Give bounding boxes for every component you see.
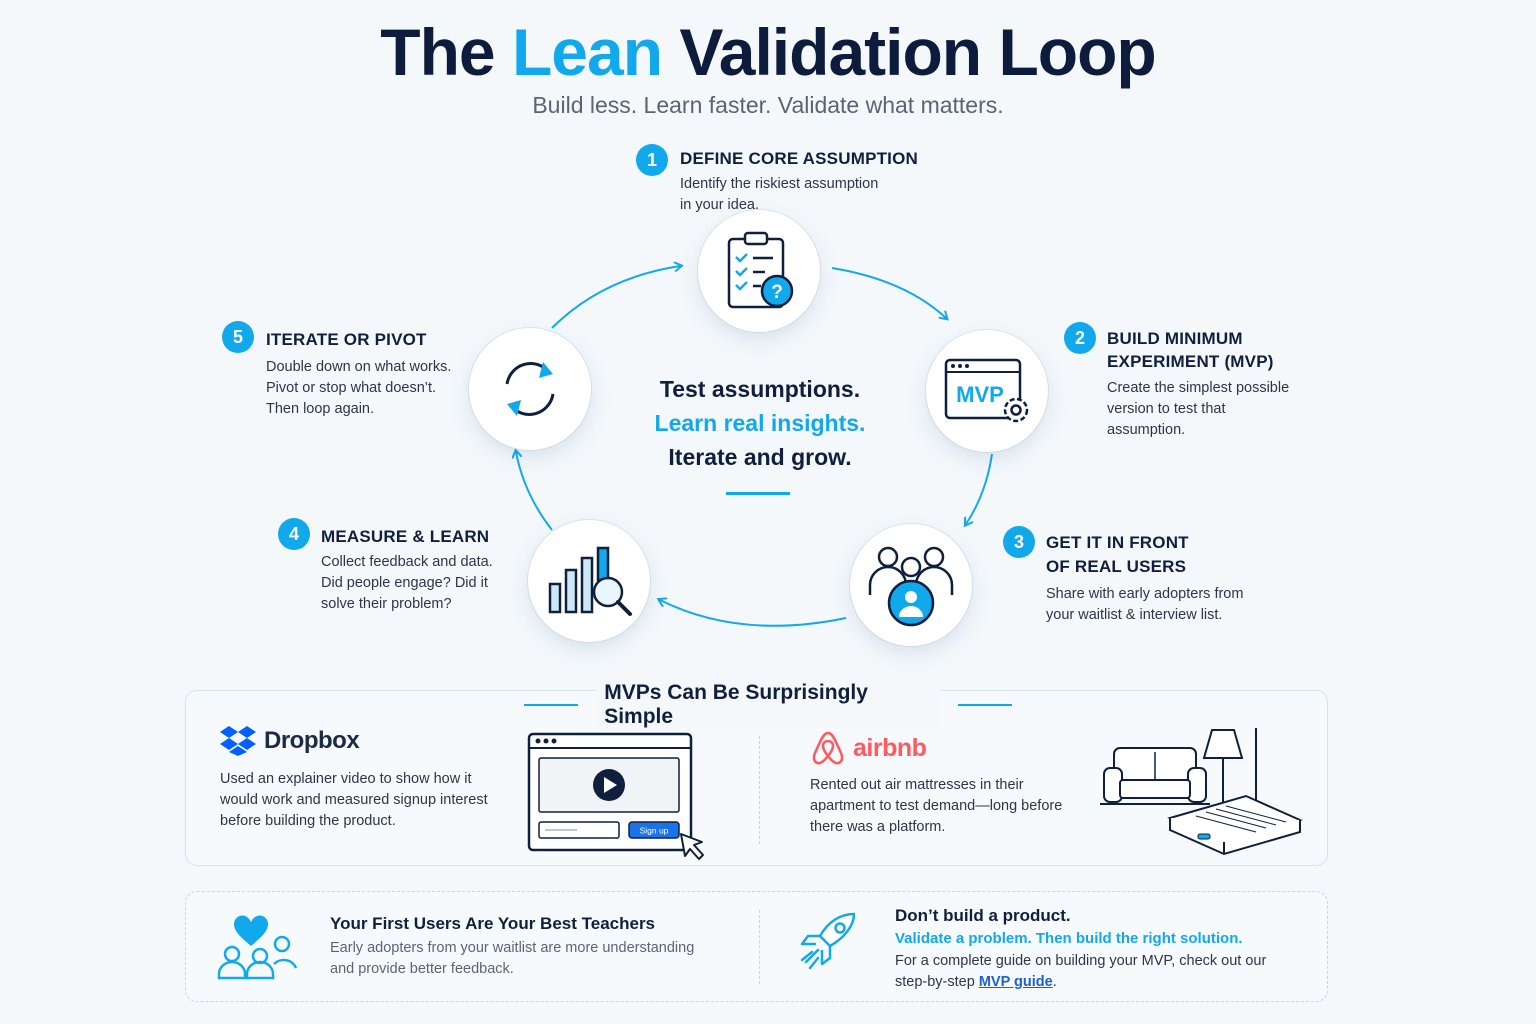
rocket-icon [800, 912, 856, 970]
dropbox-logo-icon [220, 726, 256, 756]
arrow-2-to-3 [966, 453, 993, 524]
mvp-examples-heading: MVPs Can Be Surprisingly Simple [524, 681, 1012, 729]
step-5-number: 5 [222, 321, 254, 353]
step-2-node: MVP [926, 330, 1048, 452]
mvp-window-gear-icon: MVP [944, 358, 1029, 423]
heading-line-left [524, 704, 579, 706]
center-divider [726, 492, 790, 495]
arrow-3-to-4 [660, 600, 847, 627]
step-3-node [850, 524, 972, 646]
bar-chart-magnifier-icon [548, 546, 632, 616]
dropbox-name: Dropbox [264, 727, 360, 754]
svg-text:?: ? [771, 282, 783, 303]
arrow-1-to-2 [831, 267, 946, 318]
airbnb-logo-icon [812, 731, 844, 765]
examples-divider [759, 736, 760, 844]
dropbox-brand: Dropbox [220, 726, 360, 756]
dont-build-title: Don’t build a product. [895, 906, 1071, 925]
bottom-callout-card [185, 891, 1328, 1002]
first-users-title: Your First Users Are Your Best Teachers [330, 914, 656, 933]
step-5-title: ITERATE OR PIVOT [266, 330, 427, 349]
page-subtitle: Build less. Learn faster. Validate what … [532, 92, 1004, 118]
bottom-divider [759, 910, 760, 984]
first-users-desc: Early adopters from your waitlist are mo… [330, 940, 695, 977]
step-4-desc: Collect feedback and data.Did people eng… [321, 554, 493, 612]
step-4-title: MEASURE & LEARN [321, 527, 490, 546]
step-4-node [528, 520, 650, 642]
step-3-number: 3 [1003, 526, 1035, 558]
arrow-4-to-5 [516, 452, 553, 531]
heading-line-right [957, 704, 1012, 706]
mvp-examples-title: MVPs Can Be Surprisingly Simple [596, 681, 940, 729]
users-heart-icon [217, 915, 298, 980]
users-group-icon [868, 546, 954, 627]
signup-button-label: Sign up [640, 826, 669, 836]
page-title: The Lean Validation Loop [380, 15, 1156, 89]
clipboard-question-icon: ? [727, 231, 794, 309]
airbnb-name: airbnb [853, 733, 927, 762]
airbnb-brand: airbnb [811, 730, 927, 766]
mvp-guide-text: For a complete guide on building your MV… [895, 953, 1267, 990]
validate-problem-text: Validate a problem. Then build the right… [895, 930, 1243, 947]
step-1-node: ? [698, 210, 820, 332]
arrow-5-to-1 [551, 266, 680, 329]
mvp-label: MVP [956, 382, 1004, 407]
mvp-guide-link[interactable]: MVP guide [978, 974, 1053, 990]
step-2-number: 2 [1064, 322, 1096, 354]
loop-center-text: Test assumptions. Learn real insights. I… [654, 376, 866, 470]
refresh-arrows-icon [505, 362, 555, 416]
step-4-number: 4 [278, 518, 310, 550]
sofa-mattress-lamp-icon [1100, 728, 1303, 856]
step-1-title: DEFINE CORE ASSUMPTION [680, 149, 919, 168]
step-1-number: 1 [636, 144, 668, 176]
step-5-node [469, 328, 591, 450]
step-5-desc: Double down on what works.Pivot or stop … [266, 359, 452, 417]
explainer-video-window-icon: Sign up [527, 732, 704, 860]
